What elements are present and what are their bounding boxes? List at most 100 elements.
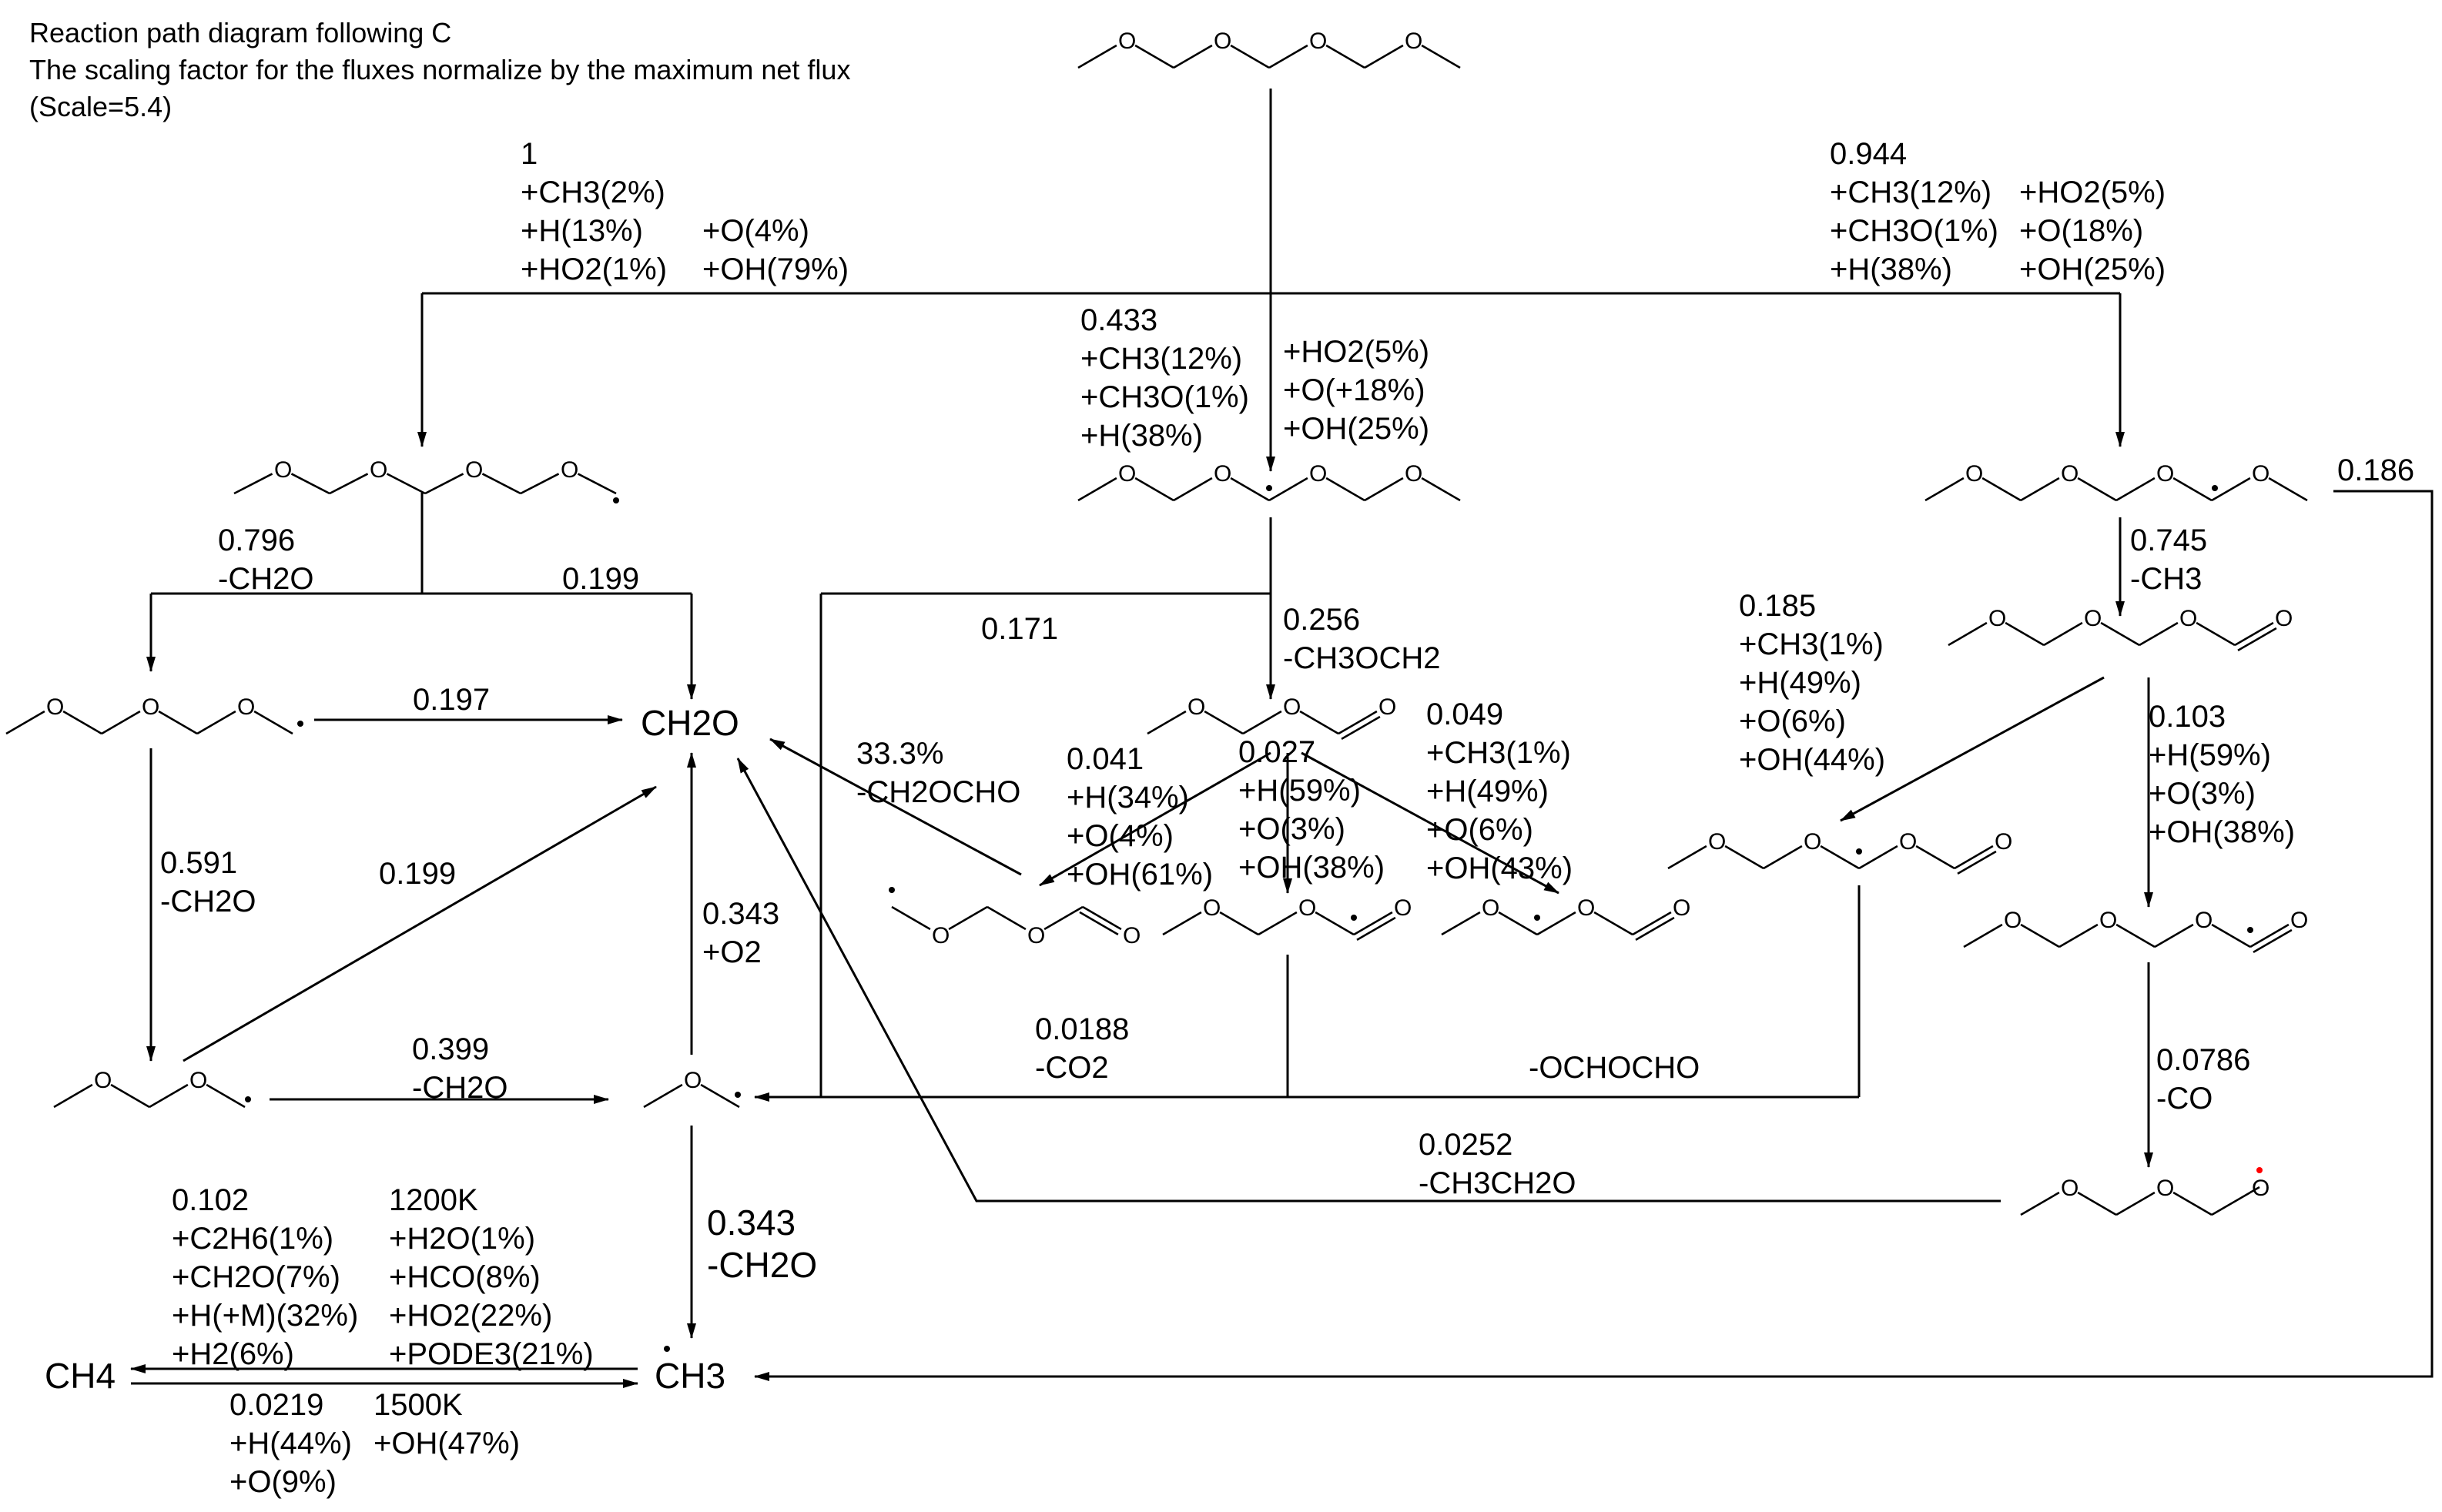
radical-dot — [245, 1096, 251, 1102]
header-line-3: (Scale=5.4) — [29, 91, 172, 122]
r0102b-line-2: +HCO(8%) — [389, 1260, 541, 1294]
r0102-line-2: +CH2O(7%) — [172, 1260, 340, 1294]
r0399-line-0: 0.399 — [412, 1032, 489, 1066]
radical-dot — [1351, 915, 1357, 921]
oxygen-atom: O — [1188, 694, 1205, 720]
bond — [643, 1083, 683, 1109]
oxygen-atom: O — [1118, 28, 1136, 54]
r0745-line-1: -CH3 — [2130, 562, 2202, 596]
oxygen-atom: O — [370, 457, 387, 483]
r00188-line-0: 0.0188 — [1035, 1012, 1129, 1046]
bond — [1134, 477, 1174, 502]
oxygen-atom: O — [2275, 606, 2293, 631]
r0041-line-0: 0.041 — [1067, 742, 1144, 776]
r0049-line-1: +CH3(1%) — [1426, 736, 1571, 770]
bond — [1421, 44, 1461, 69]
r00219-line-0: 0.0219 — [229, 1388, 323, 1422]
bond — [700, 1083, 740, 1109]
bond — [1364, 44, 1404, 69]
bond — [1268, 44, 1308, 69]
bond — [386, 473, 426, 495]
bond — [1268, 477, 1308, 502]
oxygen-atom: O — [2290, 908, 2308, 933]
r0049-line-3: +O(6%) — [1426, 813, 1533, 847]
r0256-line-1: -CH3OCH2 — [1283, 641, 1440, 675]
oxygen-atom: O — [1708, 829, 1726, 855]
r0185-line-1: +CH3(1%) — [1739, 627, 1884, 661]
r333-line-0: 33.3% — [856, 737, 943, 771]
r0103-line-3: +OH(38%) — [2149, 815, 2295, 849]
bond — [2211, 1186, 2260, 1216]
r00786-line-1: -CO — [2156, 1082, 2213, 1116]
r0343down-line-0: 0.343 — [707, 1203, 796, 1243]
r0186-line-0: 0.186 — [2337, 453, 2414, 487]
left_abstraction-line-2: +H(13%) — [521, 214, 643, 248]
double-bond — [1635, 916, 1675, 942]
arrow-0041 — [1039, 751, 1271, 887]
oxygen-atom: O — [1577, 895, 1595, 921]
arrow-0049 — [1301, 751, 1559, 895]
oxygen-atom: O — [1027, 923, 1045, 948]
bond — [233, 473, 273, 495]
r0041-line-3: +OH(61%) — [1067, 858, 1213, 891]
radical-dot — [2247, 927, 2253, 933]
bond — [2234, 621, 2274, 647]
r0103-line-1: +H(59%) — [2149, 738, 2271, 772]
r0796-line-1: -CH2O — [218, 562, 313, 596]
r0171-line-0: 0.171 — [981, 612, 1058, 646]
oxygen-atom: O — [1673, 895, 1690, 921]
bond — [1353, 911, 1393, 936]
left_abstraction-line-3: +HO2(1%) — [521, 253, 667, 286]
bond — [577, 473, 617, 495]
double-bond — [1957, 850, 1997, 875]
oxygen-atom: O — [1394, 895, 1412, 921]
bond — [2100, 621, 2140, 647]
bond — [253, 710, 293, 735]
oxygen-atom: O — [1804, 829, 1821, 855]
r0399-line-1: -CH2O — [412, 1071, 507, 1105]
oxygen-atom: O — [237, 694, 255, 720]
bond — [290, 473, 330, 495]
oxygen-atom: O — [142, 694, 159, 720]
r0199b-line-0: 0.199 — [379, 857, 456, 891]
oxygen-atom: O — [1965, 461, 1983, 487]
bond — [206, 1083, 246, 1109]
oxygen-atom: O — [561, 457, 578, 483]
ochocho-line-0: -OCHOCHO — [1529, 1051, 1700, 1085]
right_abstraction_b-line-0: +HO2(5%) — [2019, 176, 2166, 209]
r0102-line-3: +H(+M)(32%) — [172, 1299, 358, 1333]
oxygen-atom: O — [94, 1068, 112, 1093]
left_abstraction-line-1: +CH3(2%) — [521, 176, 665, 209]
r0343up-line-0: 0.343 — [702, 897, 779, 931]
center_abstraction-line-0: 0.433 — [1080, 303, 1157, 337]
bond — [987, 905, 1027, 931]
arrow-0199-diagonal — [183, 785, 657, 1062]
arrow-333-to-ch2o — [769, 738, 1022, 876]
bond — [1498, 911, 1538, 936]
r0591-line-1: -CH2O — [160, 885, 256, 918]
right_abstraction-line-3: +H(38%) — [1830, 253, 1952, 286]
bond — [1325, 44, 1365, 69]
bond — [1230, 44, 1270, 69]
r00219-line-2: +O(9%) — [229, 1465, 337, 1499]
bond — [2172, 477, 2213, 502]
center_abstraction-line-1: +CH3(12%) — [1080, 342, 1242, 376]
center_abstraction-line-3: +H(38%) — [1080, 419, 1203, 453]
bond — [1536, 911, 1576, 936]
right_abstraction-line-2: +CH3O(1%) — [1830, 214, 1998, 248]
bond — [2196, 621, 2236, 647]
bond — [101, 710, 141, 735]
arrow-0185 — [1840, 676, 2105, 822]
r0745-line-0: 0.745 — [2130, 524, 2207, 557]
oxygen-atom: O — [1298, 895, 1316, 921]
oxygen-atom: O — [2156, 461, 2174, 487]
bond — [2020, 1191, 2060, 1216]
oxygen-atom: O — [2179, 606, 2197, 631]
